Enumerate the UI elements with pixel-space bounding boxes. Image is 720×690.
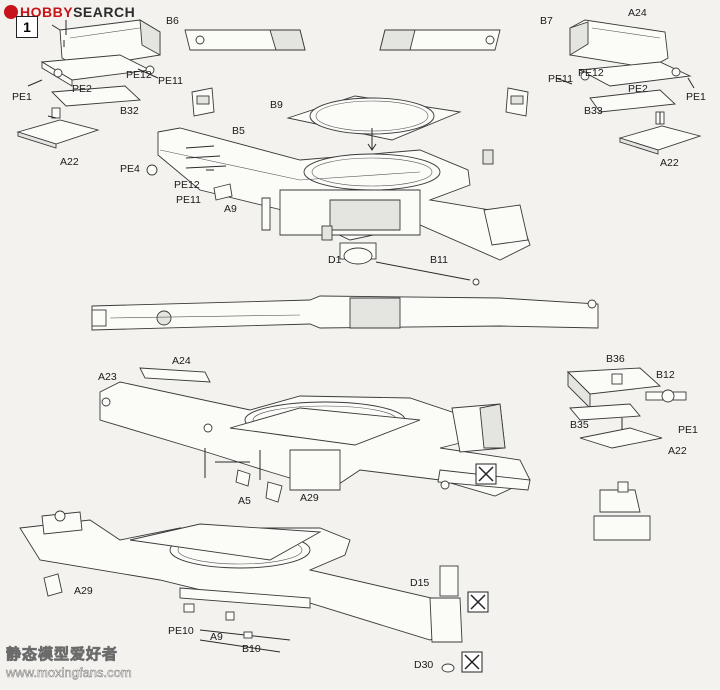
label-A22-right: A22: [660, 157, 679, 169]
label-B33: B33: [584, 105, 603, 117]
label-PE2-left: PE2: [72, 83, 92, 95]
middle-chassis: [99, 367, 531, 503]
label-D1: D1: [328, 254, 342, 266]
cut-mark-boxes: [461, 463, 497, 673]
label-D15: D15: [410, 577, 429, 589]
label-PE12-mid: PE12: [174, 179, 200, 191]
watermark-chinese: 静态模型爱好者: [6, 645, 119, 664]
top-middle-beams: [184, 29, 501, 51]
right-detail-assembly: [566, 367, 687, 541]
label-PE1-rr: PE1: [678, 424, 698, 436]
callout-labels: B6 B7 A24 PE12 PE11 PE1 PE2 B32 A22 PE11…: [12, 7, 706, 671]
label-PE4: PE4: [120, 163, 140, 175]
label-A5: A5: [238, 495, 251, 507]
label-PE1-left: PE1: [12, 91, 32, 103]
label-A24-top: A24: [628, 7, 647, 19]
label-B7: B7: [540, 15, 553, 27]
label-PE12-right: PE12: [578, 67, 604, 79]
label-B5: B5: [232, 125, 245, 137]
bottom-chassis: [19, 510, 463, 673]
label-B10: B10: [242, 643, 261, 655]
label-PE11-left: PE11: [158, 75, 183, 87]
top-right-outrigger: [555, 19, 702, 155]
base-frame-upper: [146, 127, 531, 286]
top-left-outrigger: [16, 19, 161, 149]
label-B35: B35: [570, 419, 589, 431]
turntable-plate: [286, 95, 462, 151]
label-B12: B12: [656, 369, 675, 381]
label-A29-mid: A29: [300, 492, 319, 504]
label-PE12-left: PE12: [126, 69, 152, 81]
long-side-beam: [91, 295, 599, 331]
label-D30: D30: [414, 659, 433, 671]
label-B6: B6: [166, 15, 179, 27]
small-fittings: [191, 87, 529, 117]
hobbysearch-watermark: HOBBY SEARCH: [4, 4, 135, 20]
moxingfans-watermark: 静态模型爱好者 www.moxingfans.com: [6, 643, 132, 681]
brand-dark-text: SEARCH: [73, 4, 136, 20]
brand-logo-icon: [4, 5, 18, 19]
label-PE1-right: PE1: [686, 91, 706, 103]
label-A24-mid: A24: [172, 355, 191, 367]
step-number-box: 1: [16, 16, 38, 38]
label-PE10: PE10: [168, 625, 194, 637]
label-B32: B32: [120, 105, 139, 117]
label-A9-mid: A9: [224, 203, 237, 215]
label-PE11-mid: PE11: [176, 194, 201, 206]
label-A29-bottom: A29: [74, 585, 93, 597]
label-B36: B36: [606, 353, 625, 365]
label-A23: A23: [98, 371, 117, 383]
label-PE11-right: PE11: [548, 73, 573, 85]
label-PE2-right: PE2: [628, 83, 648, 95]
label-A22-rr: A22: [668, 445, 687, 457]
watermark-url: www.moxingfans.com: [6, 665, 132, 681]
label-B9: B9: [270, 99, 283, 111]
label-A22-left: A22: [60, 156, 79, 168]
label-B11: B11: [430, 254, 448, 266]
label-A9-bottom: A9: [210, 631, 223, 643]
